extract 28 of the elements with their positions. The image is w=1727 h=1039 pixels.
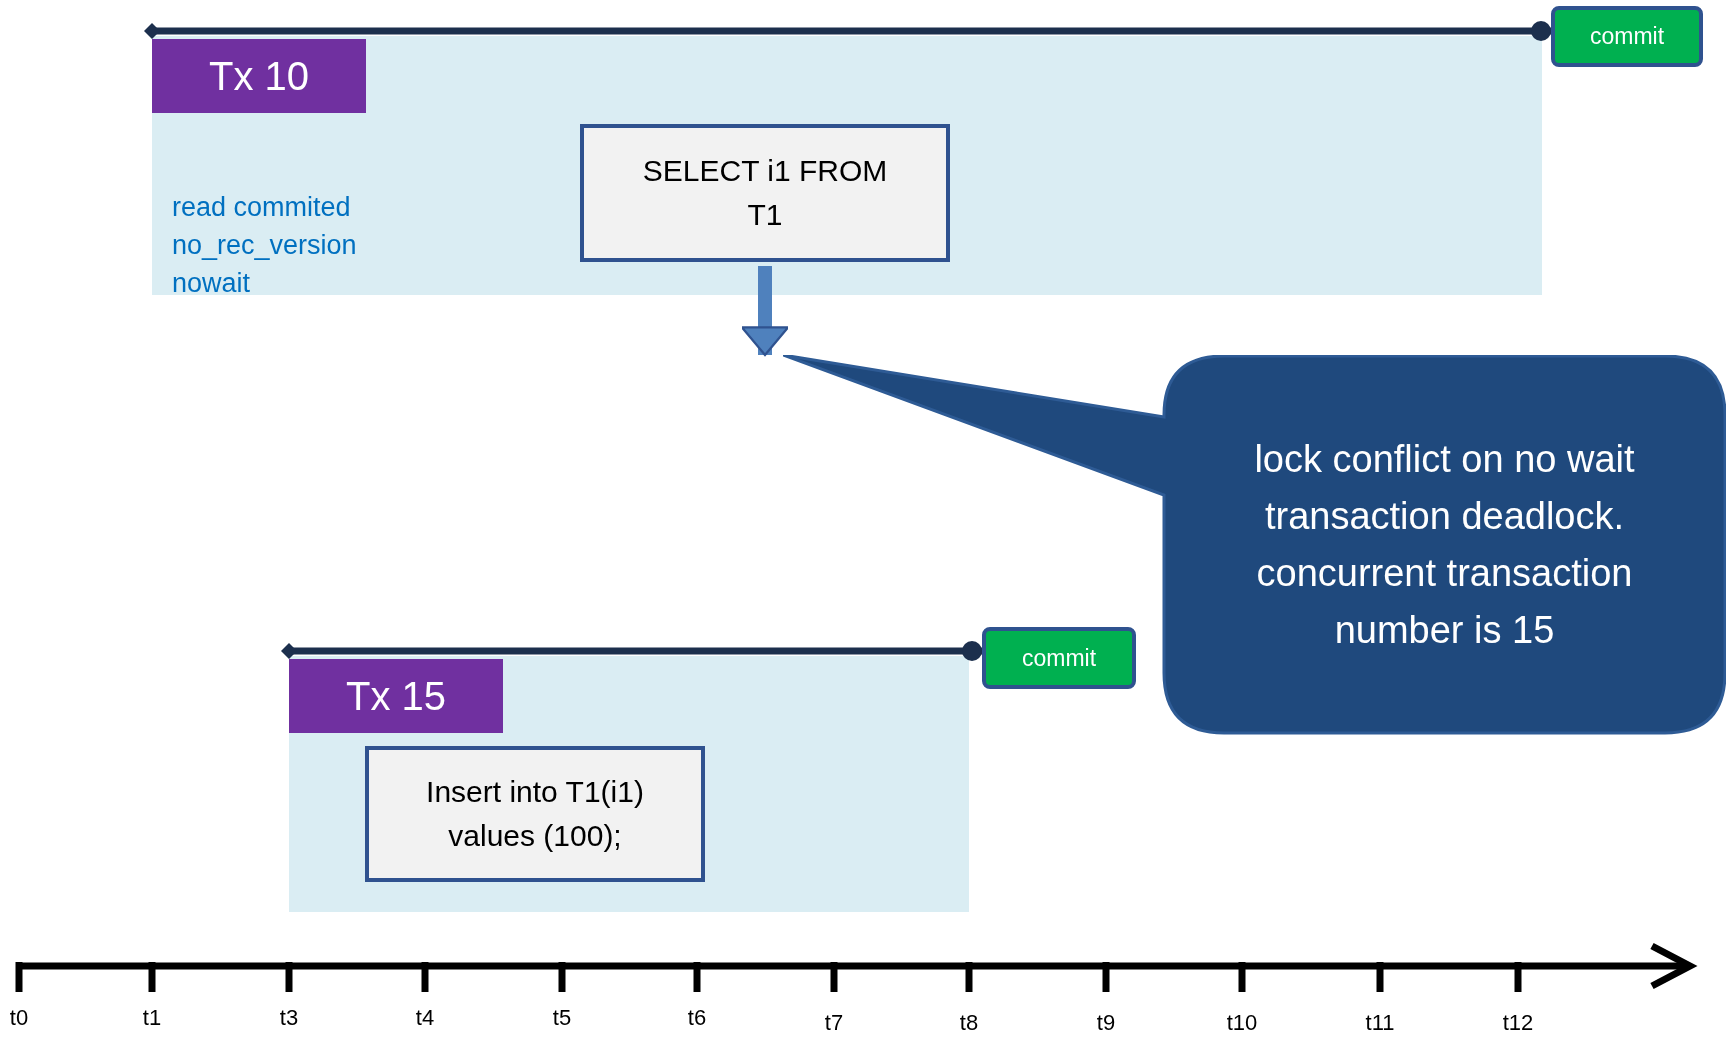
callout-text: lock conflict on no wait transaction deadlock. concurrent transaction number is 15 (1253, 437, 1636, 653)
transaction-band (152, 36, 1542, 295)
commit-label: commit (1551, 6, 1703, 67)
tick-label: t7 (823, 1010, 845, 1036)
tick-label: t3 (278, 1005, 300, 1031)
sql-statement: Insert into T1(i1) values (100); (425, 774, 645, 854)
isolation-settings: read commited no_rec_version nowait (172, 191, 358, 300)
transaction-label: Tx 10 (152, 39, 366, 113)
statement-box (580, 124, 950, 262)
tick-label: t1 (141, 1005, 163, 1031)
speech-callout (783, 355, 1726, 735)
commit-label: commit (982, 627, 1136, 689)
transaction-band (289, 656, 969, 912)
tick-label: t6 (686, 1005, 708, 1031)
transaction-label: Tx 15 (289, 659, 503, 733)
tick-label: t4 (414, 1005, 436, 1031)
tick-label: t9 (1095, 1010, 1117, 1036)
tick-label: t8 (958, 1010, 980, 1036)
tick-label: t5 (551, 1005, 573, 1031)
timeline-bar (144, 21, 1551, 41)
sql-statement: SELECT i1 FROM T1 (641, 153, 889, 233)
tick-label: t12 (1501, 1010, 1535, 1036)
timeline-bar (281, 641, 982, 661)
tick-label: t11 (1364, 1010, 1396, 1036)
tick-label: t10 (1225, 1010, 1259, 1036)
tick-label: t0 (8, 1005, 30, 1031)
statement-box (365, 746, 705, 882)
block-arrow (740, 266, 790, 357)
